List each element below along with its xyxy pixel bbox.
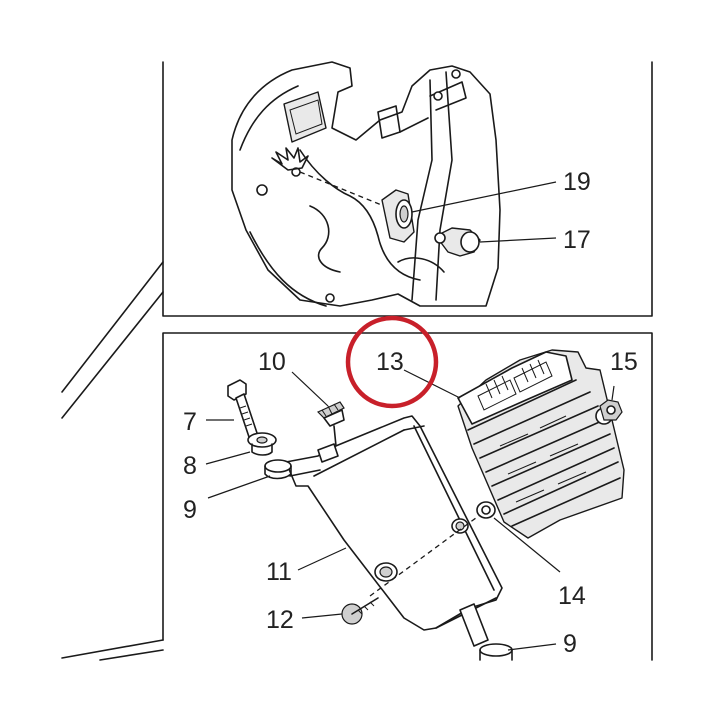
highlight-circle bbox=[345, 315, 439, 409]
long-bolt bbox=[227, 379, 259, 441]
speed-nut-clip bbox=[316, 401, 345, 447]
mounting-bracket bbox=[285, 415, 503, 647]
voltage-regulator bbox=[457, 349, 625, 539]
collar-part bbox=[247, 432, 277, 456]
hex-nut bbox=[599, 399, 623, 421]
callout-9-bottom: 9 bbox=[563, 630, 577, 658]
callout-15: 15 bbox=[610, 348, 638, 376]
rubber-damper-bottom bbox=[479, 643, 513, 661]
callout-13: 13 bbox=[376, 348, 404, 376]
leader-lines bbox=[205, 181, 615, 651]
washer-part bbox=[476, 501, 496, 519]
callout-19: 19 bbox=[563, 168, 591, 196]
motorcycle-frame-section bbox=[231, 61, 501, 307]
assembly-line bbox=[369, 511, 485, 597]
frame-lines bbox=[61, 61, 653, 661]
clip-part bbox=[434, 227, 481, 257]
callout-11: 11 bbox=[266, 558, 292, 586]
callout-10: 10 bbox=[258, 348, 286, 376]
callout-8: 8 bbox=[183, 452, 197, 480]
callout-7: 7 bbox=[183, 408, 197, 436]
callout-12: 12 bbox=[266, 606, 294, 634]
screw-part bbox=[341, 597, 379, 625]
callout-9-top: 9 bbox=[183, 496, 197, 524]
rubber-damper-top bbox=[264, 459, 292, 480]
callout-14: 14 bbox=[558, 582, 586, 610]
grommet-part bbox=[381, 189, 415, 243]
callout-17: 17 bbox=[563, 226, 591, 254]
